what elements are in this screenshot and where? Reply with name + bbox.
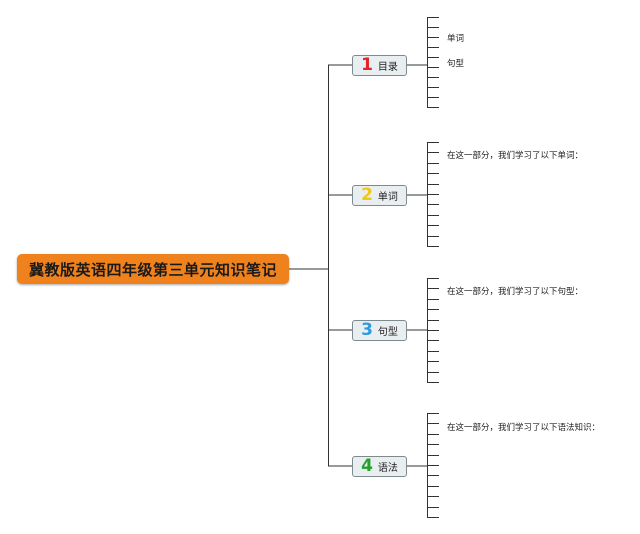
leaf-toc-words[interactable]: 单词 [447,34,465,44]
branch-number-1: 1 [361,55,373,75]
branch-sentences[interactable]: 3 句型 [352,320,407,341]
branch-grammar[interactable]: 4 语法 [352,456,407,477]
branch-label-grammar: 语法 [377,463,398,474]
leaf-words-intro[interactable]: 在这一部分，我们学习了以下单词： [447,151,584,161]
root-title: 冀教版英语四年级第三单元知识笔记 [28,260,277,279]
branch-number-2: 2 [361,185,373,205]
root-topic[interactable]: 冀教版英语四年级第三单元知识笔记 [17,254,289,284]
branch-label-sentences: 句型 [377,327,398,338]
branch-number-4: 4 [361,456,373,476]
leaf-sentences-intro[interactable]: 在这一部分，我们学习了以下句型： [447,287,584,297]
leaf-toc-sentences[interactable]: 句型 [447,59,465,69]
branch-words[interactable]: 2 单词 [352,185,407,206]
branch-number-3: 3 [361,320,373,340]
branch-toc[interactable]: 1 目录 [352,55,407,76]
branch-label-words: 单词 [377,192,398,203]
branch-label-toc: 目录 [377,62,398,73]
leaf-grammar-intro[interactable]: 在这一部分，我们学习了以下语法知识： [447,423,601,433]
